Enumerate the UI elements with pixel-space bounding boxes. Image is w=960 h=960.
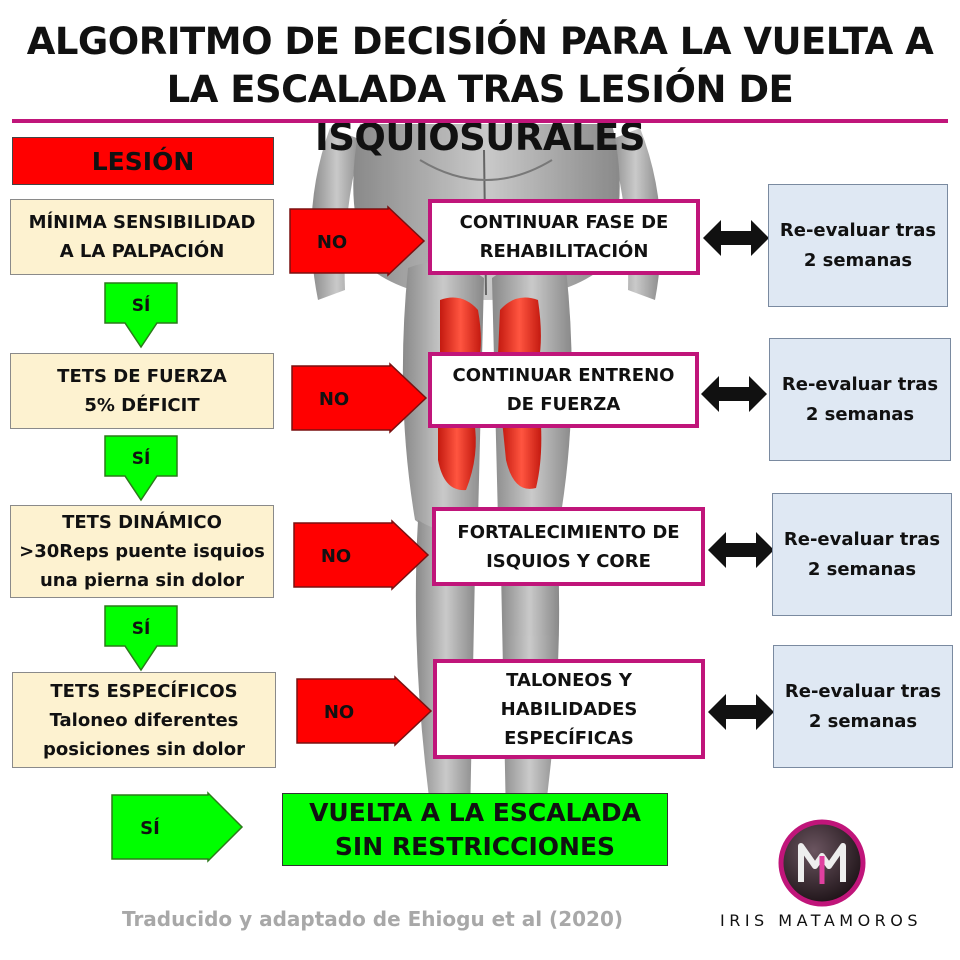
yes-arrow-final: SÍ <box>111 791 244 863</box>
no-arrow-3-label: NO <box>321 546 351 567</box>
source-credit: Traducido y adaptado de Ehiogu et al (20… <box>122 907 623 931</box>
no-arrow-4: NO <box>296 675 433 747</box>
action-1-line-2: REHABILITACIÓN <box>479 241 649 262</box>
lesion-start-box: LESIÓN <box>12 137 274 185</box>
action-box-3: FORTALECIMIENTO DE ISQUIOS Y CORE <box>432 507 705 586</box>
reevaluate-box-3: Re-evaluar tras 2 semanas <box>772 493 952 616</box>
criterion-box-3: TETS DINÁMICO >30Reps puente isquios una p… <box>10 505 274 598</box>
criterion-4-line-1: TETS ESPECÍFICOS <box>50 680 238 702</box>
criterion-box-4: TETS ESPECÍFICOS Taloneo diferentes posici… <box>12 672 276 768</box>
action-2-line-1: CONTINUAR ENTRENO <box>452 365 675 386</box>
title-line-1: ALGORITMO DE DECISIÓN PARA LA VUELTA A <box>26 20 934 63</box>
reevaluate-box-1: Re-evaluar tras 2 semanas <box>768 184 948 307</box>
no-arrow-1-label: NO <box>317 232 347 253</box>
title-line-2: LA ESCALADA TRAS LESIÓN DE ISQUIOSURALES <box>166 68 794 159</box>
reevaluate-box-4: Re-evaluar tras 2 semanas <box>773 645 953 768</box>
action-box-2: CONTINUAR ENTRENO DE FUERZA <box>428 352 699 428</box>
title-divider <box>12 119 948 123</box>
reevaluate-1-line-1: Re-evaluar tras <box>779 219 937 241</box>
criterion-4-line-2: Taloneo diferentes <box>49 709 239 731</box>
action-1-line-1: CONTINUAR FASE DE <box>459 212 669 233</box>
reevaluate-2-line-1: Re-evaluar tras <box>781 373 939 395</box>
criterion-box-2: TETS DE FUERZA 5% DÉFICIT <box>10 353 274 429</box>
yes-arrow-down-3-label: SÍ <box>132 617 151 639</box>
double-arrow-icon-1 <box>703 220 769 256</box>
action-box-4: TALONEOS Y HABILIDADES ESPECÍFICAS <box>433 659 705 759</box>
criterion-2-line-2: 5% DÉFICIT <box>84 395 200 416</box>
brand-name: IRIS MATAMOROS <box>720 911 923 930</box>
lesion-start-label: LESIÓN <box>91 146 195 176</box>
criterion-2-line-1: TETS DE FUERZA <box>57 366 227 387</box>
action-4-line-2: HABILIDADES <box>500 698 638 720</box>
criterion-1-line-1: MÍNIMA SENSIBILIDAD <box>28 212 256 233</box>
yes-arrow-down-3: SÍ <box>104 605 178 672</box>
criterion-3-line-3: una pierna sin dolor <box>39 570 245 591</box>
yes-arrow-down-1-label: SÍ <box>132 294 151 316</box>
double-arrow-icon-2 <box>701 376 767 412</box>
final-outcome-box: VUELTA A LA ESCALADA SIN RESTRICCIONES <box>282 793 668 866</box>
double-arrow-icon-4 <box>708 694 774 730</box>
criterion-4-line-3: posiciones sin dolor <box>43 738 245 760</box>
final-line-1: VUELTA A LA ESCALADA <box>309 797 641 827</box>
criterion-3-line-1: TETS DINÁMICO <box>62 512 222 533</box>
criterion-3-line-2: >30Reps puente isquios <box>19 541 265 562</box>
action-4-line-3: ESPECÍFICAS <box>504 727 634 749</box>
reevaluate-3-line-2: 2 semanas <box>807 558 917 580</box>
reevaluate-3-line-1: Re-evaluar tras <box>783 528 941 550</box>
criterion-1-line-2: A LA PALPACIÓN <box>59 241 225 262</box>
action-4-line-1: TALONEOS Y <box>506 669 632 691</box>
action-2-line-2: DE FUERZA <box>506 394 621 415</box>
double-arrow-icon-3 <box>708 532 774 568</box>
yes-arrow-final-label: SÍ <box>140 817 160 839</box>
action-3-line-2: ISQUIOS Y CORE <box>486 550 651 572</box>
action-3-line-1: FORTALECIMIENTO DE <box>457 521 680 543</box>
reevaluate-box-2: Re-evaluar tras 2 semanas <box>769 338 951 461</box>
page-title: ALGORITMO DE DECISIÓN PARA LA VUELTA A L… <box>0 18 960 162</box>
no-arrow-4-label: NO <box>324 702 354 723</box>
yes-arrow-down-2: SÍ <box>104 435 178 502</box>
reevaluate-4-line-1: Re-evaluar tras <box>784 680 942 702</box>
no-arrow-3: NO <box>293 519 430 591</box>
reevaluate-1-line-2: 2 semanas <box>803 249 913 271</box>
criterion-box-1: MÍNIMA SENSIBILIDAD A LA PALPACIÓN <box>10 199 274 275</box>
no-arrow-1: NO <box>289 205 426 277</box>
final-line-2: SIN RESTRICCIONES <box>334 831 616 861</box>
yes-arrow-down-1: SÍ <box>104 282 178 349</box>
no-arrow-2: NO <box>291 362 428 434</box>
yes-arrow-down-2-label: SÍ <box>132 447 151 469</box>
reevaluate-4-line-2: 2 semanas <box>808 710 918 732</box>
reevaluate-2-line-2: 2 semanas <box>805 403 915 425</box>
action-box-1: CONTINUAR FASE DE REHABILITACIÓN <box>428 199 700 275</box>
no-arrow-2-label: NO <box>319 389 349 410</box>
iris-matamoros-logo <box>778 819 866 907</box>
